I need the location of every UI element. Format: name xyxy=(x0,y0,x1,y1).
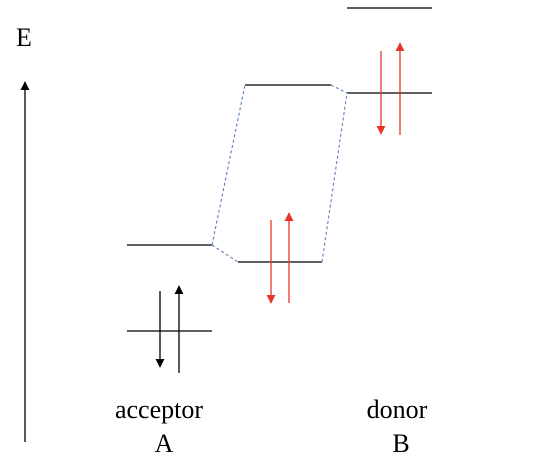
acceptor-letter-label: A xyxy=(155,429,174,458)
connector-acceptor-to-complex-upper xyxy=(211,84,246,246)
energy-axis-label: E xyxy=(16,23,32,52)
donor-name-label: donor xyxy=(367,395,428,424)
donor-letter-label: B xyxy=(392,429,409,458)
connector-acceptor-to-complex-lower xyxy=(211,244,239,263)
connector-complex-to-donor-upper xyxy=(330,84,348,94)
connector-complex-to-donor-lower xyxy=(321,92,348,263)
acceptor-name-label: acceptor xyxy=(115,395,203,424)
